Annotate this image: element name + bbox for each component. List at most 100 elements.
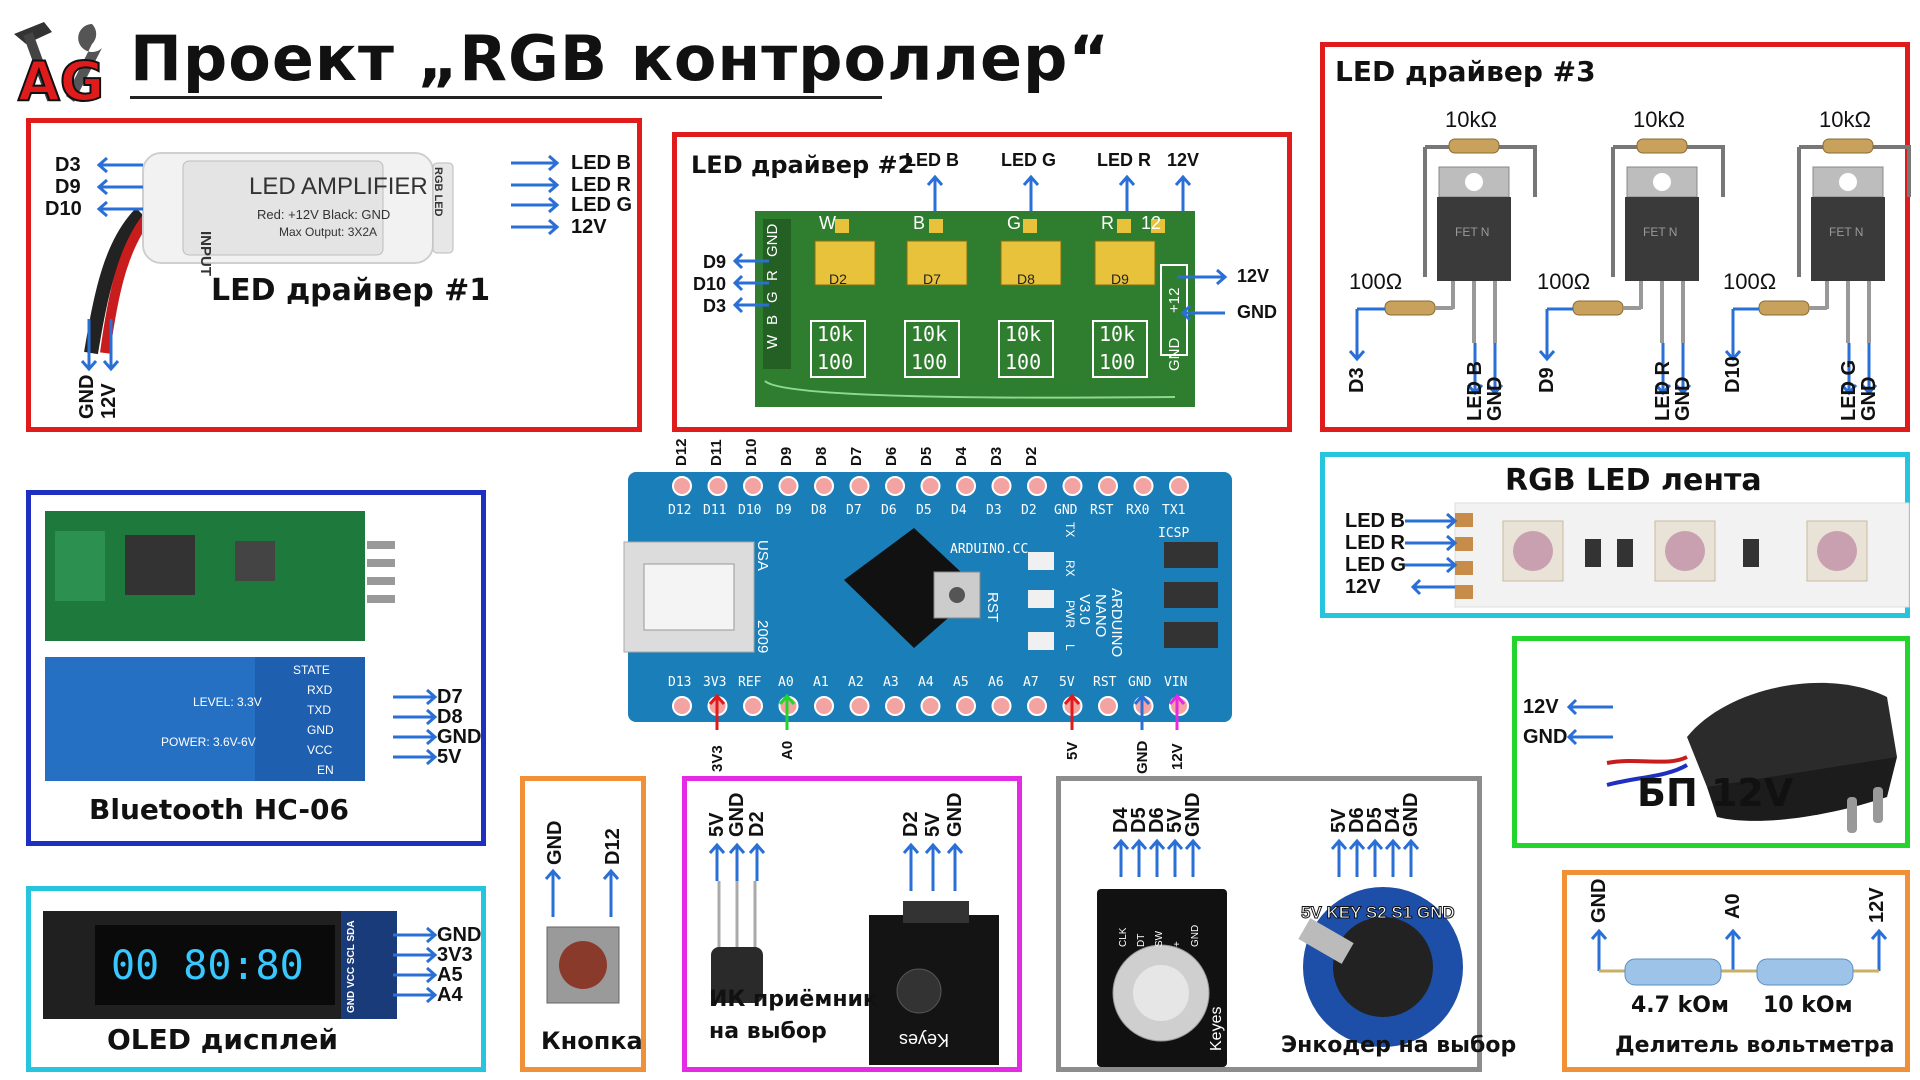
oled-arrows bbox=[393, 926, 438, 1004]
arduino-text-tx: TX bbox=[1063, 522, 1077, 538]
driver2-pin-right-1: 12V bbox=[1237, 266, 1270, 286]
driver1-bottom-arrows bbox=[80, 319, 120, 372]
arduino-pin-top-10: D3 bbox=[988, 446, 1005, 466]
driver1-output-label: RGB LED bbox=[432, 167, 444, 217]
arduino-text-arduino: ARDUINO bbox=[1108, 588, 1125, 658]
divider-pin-3: 12V bbox=[1866, 887, 1888, 923]
driver3-rgate-3: 100Ω bbox=[1723, 269, 1777, 294]
driver1-amplifier-image bbox=[84, 152, 454, 355]
oled-pin-1: GND bbox=[437, 924, 482, 946]
arduino-pin-top-1: D12 bbox=[673, 438, 690, 466]
driver3-rgate-2: 100Ω bbox=[1537, 269, 1591, 294]
arduino-header-hole-bottom bbox=[814, 696, 834, 716]
svg-text:100: 100 bbox=[1099, 350, 1135, 374]
svg-text:100: 100 bbox=[817, 350, 853, 374]
driver3-rtop-3: 10kΩ bbox=[1819, 107, 1871, 132]
ledstrip-pin-2: LED R bbox=[1345, 532, 1405, 554]
bluetooth-board-pin-6: EN bbox=[317, 763, 334, 777]
arduino-header-hole-bottom bbox=[672, 696, 692, 716]
bluetooth-pin-4: 5V bbox=[437, 746, 462, 768]
driver2-pin-top-3: LED R bbox=[1097, 150, 1151, 170]
bluetooth-pin-2: D8 bbox=[437, 706, 463, 728]
svg-text:10k: 10k bbox=[817, 322, 853, 346]
arduino-header-hole-top bbox=[1062, 476, 1083, 496]
oled-display-image bbox=[43, 911, 397, 1019]
driver1-box: LED AMPLIFIER Red: +12V Black: GND Max O… bbox=[26, 118, 642, 432]
arduino-header-hole-bottom bbox=[1098, 696, 1118, 716]
driver2-pin-left-2: D10 bbox=[693, 274, 727, 294]
ledstrip-box: RGB LED лента LED B LED R LED G 12V bbox=[1320, 452, 1910, 618]
driver3-mosfets bbox=[1348, 138, 1911, 396]
arduino-header-hole-bottom bbox=[1027, 696, 1047, 716]
hammer-wrench-logo-icon bbox=[14, 22, 102, 102]
driver3-g3-out-2: GND bbox=[1858, 376, 1880, 421]
arduino-silk-bottom-2: 3V3 bbox=[703, 675, 727, 690]
driver1-device-line2: Red: +12V Black: GND bbox=[257, 207, 391, 222]
arduino-silk-bottom-14: GND bbox=[1128, 675, 1152, 690]
button-image bbox=[544, 868, 620, 1004]
button-box: GND D12 Кнопка bbox=[520, 776, 646, 1072]
arduino-text-usa: USA bbox=[754, 540, 771, 571]
arduino-pin-bottom-3: 5V bbox=[1064, 741, 1081, 760]
arduino-pin-top-3: D10 bbox=[743, 438, 760, 466]
arduino-header-hole-top bbox=[849, 476, 870, 496]
arduino-header-hole-top bbox=[1169, 476, 1189, 496]
arduino-silk-bottom-4: A0 bbox=[778, 675, 794, 690]
arduino-silk-bottom-15: VIN bbox=[1164, 675, 1188, 690]
driver2-board-top-4: R bbox=[1101, 213, 1114, 233]
arduino-silk-top-13: RST bbox=[1090, 503, 1114, 518]
driver2-caption: LED драйвер #2 bbox=[691, 151, 915, 179]
driver1-pin-right-3: LED G bbox=[571, 194, 633, 216]
arduino-silk-top-3: D10 bbox=[738, 503, 762, 518]
arduino-silk-top-2: D11 bbox=[703, 503, 727, 518]
driver2-board-side-5: W bbox=[764, 334, 781, 349]
divider-r1: 4.7 kOм bbox=[1631, 993, 1729, 1018]
svg-text:10k: 10k bbox=[1005, 322, 1041, 346]
driver3-rgate-1: 100Ω bbox=[1349, 269, 1403, 294]
ir-image bbox=[708, 842, 999, 1065]
oled-screen-text: 00 80:80 bbox=[111, 943, 304, 989]
driver2-pin-top-4: 12V bbox=[1167, 150, 1200, 170]
encoder-board-brand: Keyes bbox=[1208, 1006, 1225, 1051]
driver2-board-top-3: G bbox=[1007, 213, 1022, 233]
driver2-pin-top-1: LED B bbox=[905, 150, 959, 170]
arduino-text-version: V3.0 bbox=[1076, 594, 1093, 625]
arduino-silk-bottom-9: A5 bbox=[953, 675, 969, 690]
encoder-pin-left-5: GND bbox=[1182, 792, 1204, 837]
ir-pin-left-3: D2 bbox=[746, 811, 768, 837]
arduino-pin-top-2: D11 bbox=[708, 439, 725, 466]
page-title-wrap: Проект „RGB контроллер“ bbox=[130, 22, 1110, 95]
arduino-silk-top-5: D8 bbox=[811, 503, 827, 518]
driver3-fet-1: FET N bbox=[1455, 225, 1490, 239]
bluetooth-board-pin-2: RXD bbox=[307, 683, 333, 697]
arduino-header-hole-bottom bbox=[743, 696, 763, 716]
svg-text:10k: 10k bbox=[911, 322, 947, 346]
driver3-g3-out-1: LED G bbox=[1838, 359, 1860, 421]
encoder-board-pin-3: SW bbox=[1154, 930, 1165, 947]
arduino-silk-top-9: D4 bbox=[951, 503, 967, 518]
svg-text:100: 100 bbox=[1005, 350, 1041, 374]
arduino-silk-top-10: D3 bbox=[986, 503, 1002, 518]
driver1-device-line1: LED AMPLIFIER bbox=[249, 173, 428, 200]
driver1-device-line3: Max Output: 3X2A bbox=[279, 225, 378, 239]
button-pin-1: GND bbox=[544, 820, 566, 865]
arduino-silk-top-1: D12 bbox=[668, 503, 692, 518]
driver2-right-arrows bbox=[1177, 268, 1228, 322]
driver1-input-label: INPUT bbox=[197, 231, 214, 276]
arduino-silk-top-6: D7 bbox=[846, 503, 862, 518]
bluetooth-level: LEVEL: 3.3V bbox=[193, 695, 262, 709]
psu-box: 12V GND БП 12V bbox=[1512, 636, 1910, 848]
ir-pin-right-2: 5V bbox=[922, 812, 944, 837]
driver2-board-top-2: B bbox=[913, 213, 926, 233]
arduino-text-rst: RST bbox=[984, 592, 1001, 622]
driver2-pin-left-1: D9 bbox=[703, 252, 727, 272]
arduino-silk-top-7: D6 bbox=[881, 503, 897, 518]
oled-box: 00 80:80 GND VCC SCL SDA GND 3V3 A5 A4 O… bbox=[26, 886, 486, 1072]
arduino-header-hole-top bbox=[814, 476, 834, 496]
ir-board-brand: Keyes bbox=[899, 1030, 950, 1050]
driver3-rtop-2: 10kΩ bbox=[1633, 107, 1685, 132]
encoder-board-pin-1: CLK bbox=[1118, 927, 1129, 947]
bluetooth-pin-3: GND bbox=[437, 726, 482, 748]
psu-pin-1: 12V bbox=[1523, 696, 1559, 718]
